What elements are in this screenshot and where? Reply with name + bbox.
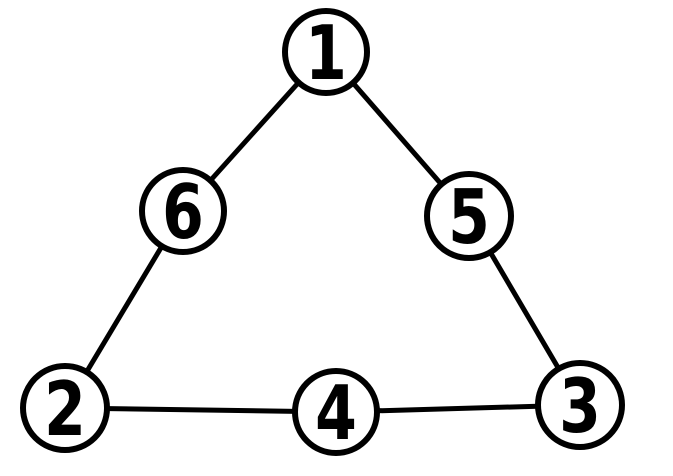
graph-node-3: 3 — [535, 360, 625, 451]
node-label-2: 2 — [44, 367, 86, 454]
graph-node-4: 4 — [292, 368, 380, 458]
graph-edge-2-4 — [64, 405, 337, 415]
node-circle-3 — [535, 360, 625, 450]
node-label-6: 6 — [162, 170, 204, 257]
graph-node-2: 2 — [20, 363, 110, 454]
node-label-3: 3 — [559, 364, 601, 451]
node-label-1: 1 — [305, 11, 347, 98]
graph-node-6: 6 — [139, 167, 227, 257]
node-label-5: 5 — [448, 175, 490, 262]
nodes-layer: 1 2 3 4 5 6 — [20, 8, 625, 458]
node-circle-1 — [282, 8, 370, 96]
node-label-4: 4 — [315, 371, 357, 458]
node-circle-2 — [20, 363, 110, 453]
graph-node-5: 5 — [424, 171, 514, 262]
node-circle-6 — [139, 167, 227, 255]
graph-node-1: 1 — [282, 8, 370, 98]
node-circle-4 — [292, 368, 380, 456]
node-circle-5 — [424, 171, 514, 261]
